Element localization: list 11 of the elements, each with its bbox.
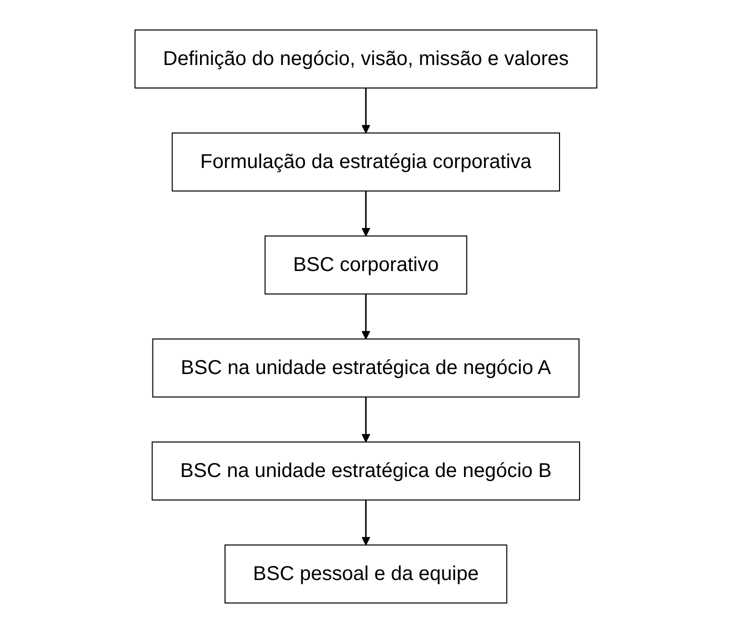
node-box: BSC na unidade estratégica de negócio B [151,442,580,500]
arrow [361,500,370,546]
node-box: BSC corporativo [264,236,467,294]
arrow [361,88,370,134]
arrow [361,191,370,236]
arrow [361,294,370,340]
node-box: BSC pessoal e da equipe [224,544,507,604]
node-box: Formulação da estratégia corporativa [171,132,560,192]
node-box: BSC na unidade estratégica de negócio A [152,338,580,398]
node-box: Definição do negócio, visão, missão e valores [134,30,597,88]
arrow [361,397,370,442]
